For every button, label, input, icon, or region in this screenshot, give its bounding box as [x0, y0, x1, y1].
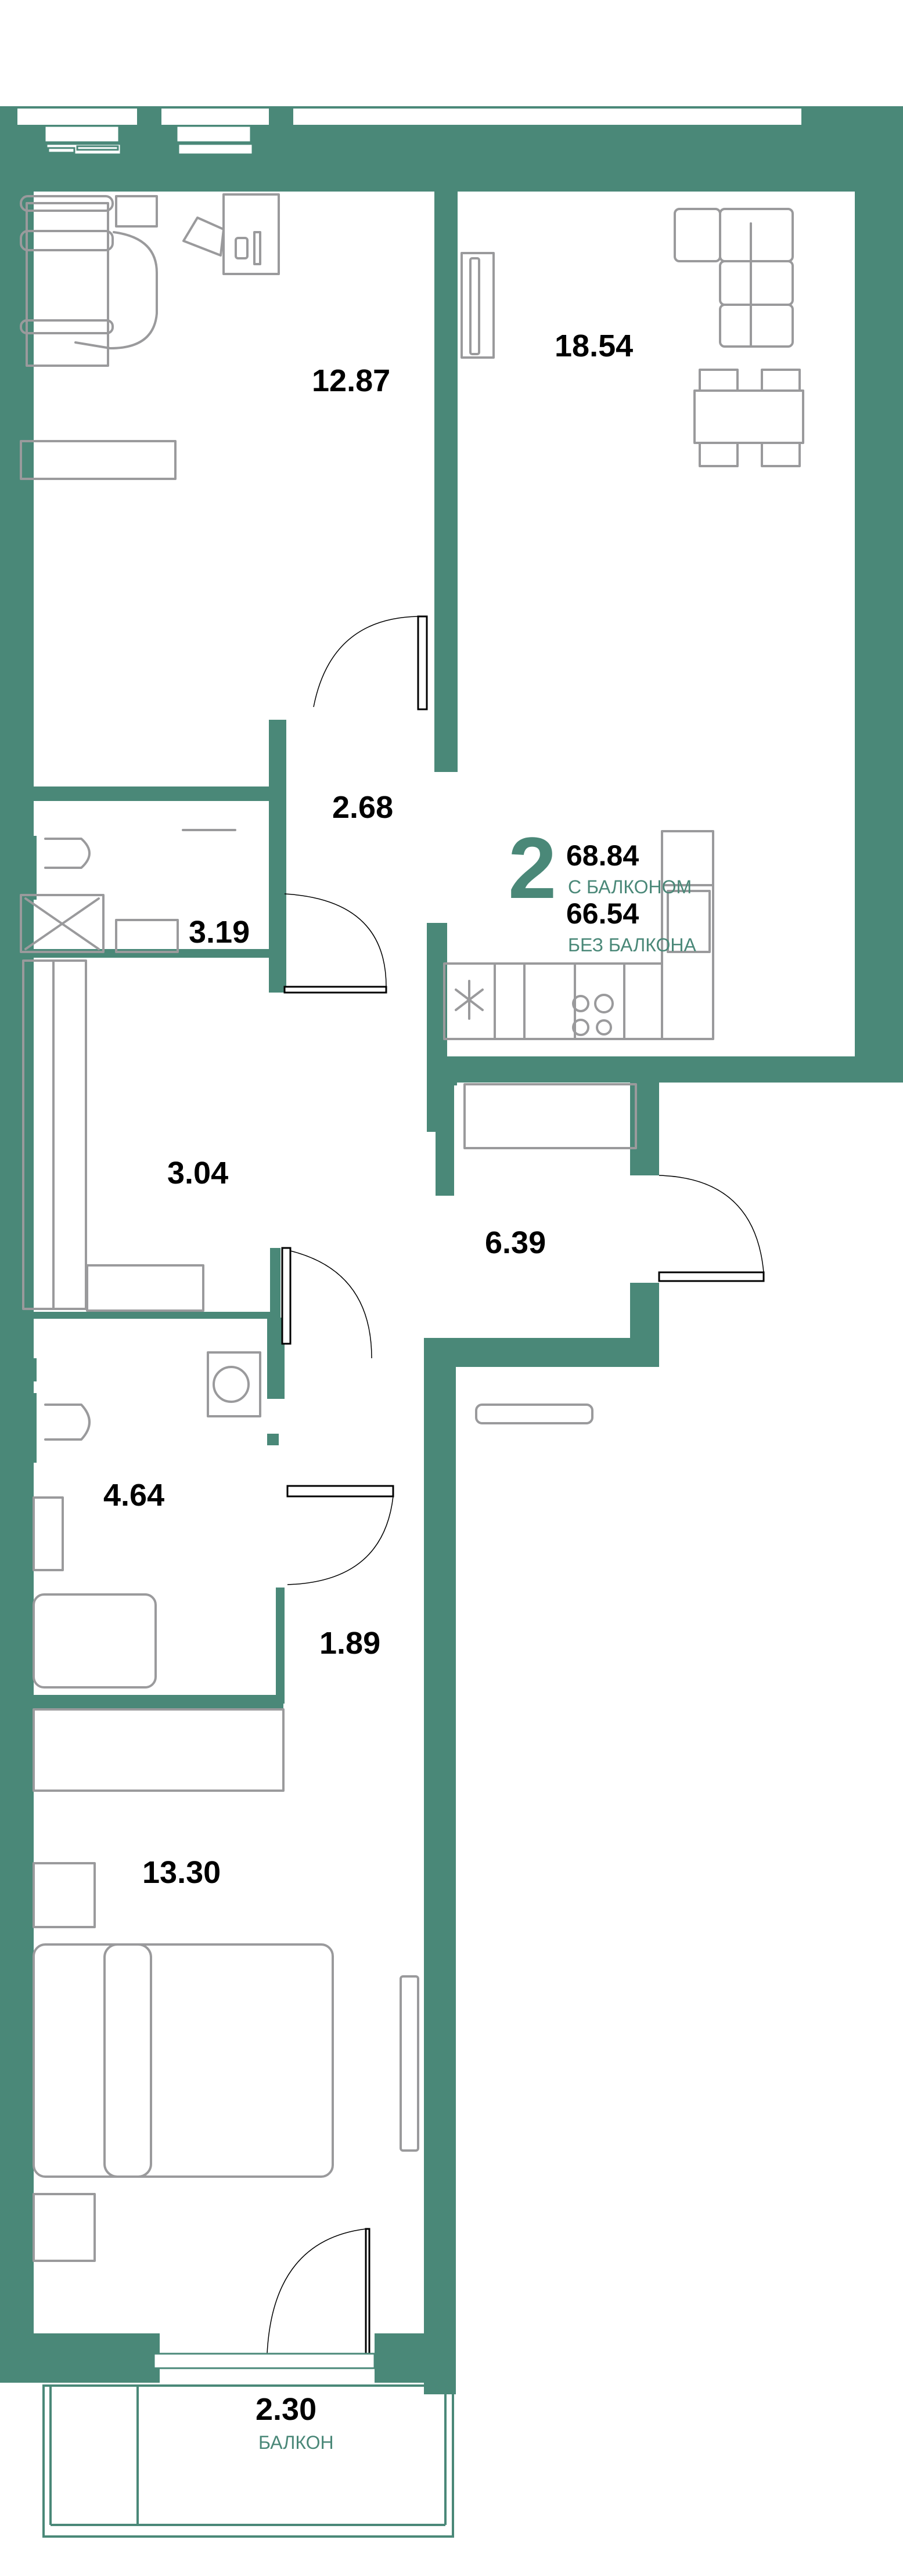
bed-bedroom-1 — [20, 195, 158, 367]
balcony-outline — [42, 2353, 454, 2538]
without-balcony-label: БЕЗ БАЛКОНА — [568, 935, 696, 955]
with-balcony-label: С БАЛКОНОМ — [568, 876, 692, 897]
wardrobe-rail — [22, 959, 204, 1312]
radiator-bedroom-1 — [20, 440, 177, 480]
room-area-bathroom-2: 4.64 — [103, 1478, 165, 1513]
room-area-living-kitchen: 18.54 — [555, 329, 634, 363]
door-balcony[interactable] — [267, 2228, 370, 2355]
dining-table — [693, 369, 804, 467]
room-area-hall: 6.39 — [485, 1225, 546, 1260]
sofa-living — [674, 208, 794, 348]
room-area-corridor-2: 1.89 — [319, 1626, 381, 1661]
room-area-bedroom-2: 13.30 — [142, 1855, 221, 1890]
bed-bedroom-2 — [33, 1862, 419, 2262]
room-area-corridor-1: 2.68 — [332, 790, 394, 825]
door-corridor[interactable] — [286, 1485, 394, 1585]
door-bathroom-1[interactable] — [283, 893, 387, 994]
total-area-without-balcony: 66.54 — [566, 897, 639, 930]
window-bedroom-1 — [44, 125, 122, 156]
room-area-balcony: 2.30 — [256, 2392, 317, 2427]
toilet-bathroom-1 — [20, 829, 236, 953]
bathroom-2-fixtures — [33, 1351, 261, 1689]
desk-bedroom-1 — [182, 193, 280, 275]
balcony-label: БАЛКОН — [258, 2432, 334, 2453]
room-area-wardrobe: 3.04 — [167, 1156, 229, 1190]
door-bathroom-2[interactable] — [281, 1247, 372, 1359]
window-living — [175, 125, 254, 156]
total-area-with-balcony: 68.84 — [566, 839, 639, 872]
tv-unit-living — [461, 252, 495, 359]
radiator-bedroom-2 — [33, 1708, 285, 1792]
room-count: 2 — [508, 819, 557, 917]
door-entrance[interactable] — [658, 1175, 765, 1282]
walls — [0, 125, 903, 2394]
snowflake-icon — [455, 980, 484, 1020]
top-window-strip — [0, 106, 903, 125]
radiator-hall — [463, 1083, 637, 1424]
kitchen-counter — [443, 830, 714, 1040]
room-area-bathroom-1: 3.19 — [189, 915, 250, 950]
room-area-bedroom-1: 12.87 — [312, 363, 391, 398]
door-bedroom-1[interactable] — [313, 615, 428, 710]
